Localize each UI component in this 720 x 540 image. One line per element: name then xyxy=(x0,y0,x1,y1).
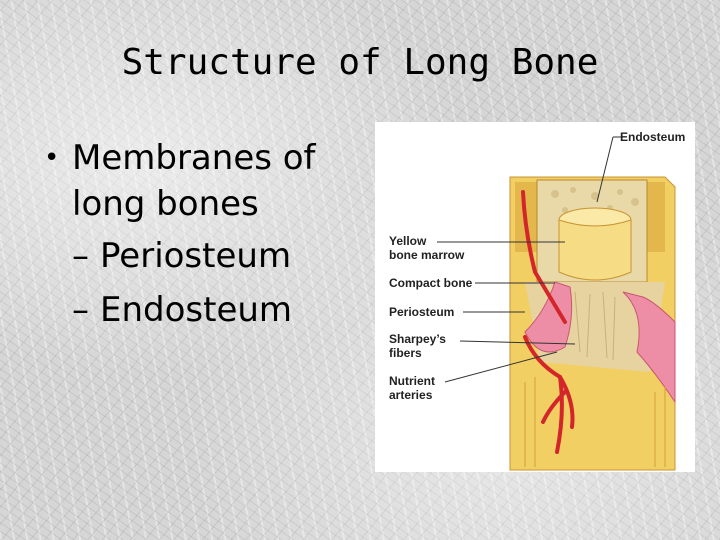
label-endosteum: Endosteum xyxy=(620,130,686,144)
bullet-text-line2: long bones xyxy=(72,184,259,224)
label-sharpeys-line2: fibers xyxy=(389,346,422,360)
sub-bullet-periosteum: – Periosteum xyxy=(44,227,364,285)
dash-icon: – xyxy=(72,290,89,330)
label-nutrient-line2: arteries xyxy=(389,388,433,402)
sub-bullet-endosteum: – Endosteum xyxy=(44,281,364,339)
label-sharpeys-line1: Sharpey’s xyxy=(389,332,446,346)
label-nutrient-line1: Nutrient xyxy=(389,374,435,388)
label-periosteum: Periosteum xyxy=(389,305,455,319)
slide-title: Structure of Long Bone xyxy=(121,42,599,83)
periosteum-flap-right xyxy=(622,291,676,404)
bullet-dot-icon: • xyxy=(44,143,60,173)
bullet-text-line1: Membranes of xyxy=(72,138,316,178)
nutrient-arteries xyxy=(521,190,575,454)
fibers-texture xyxy=(574,291,616,361)
dash-icon: – xyxy=(72,236,89,276)
sub-bullet-label: Endosteum xyxy=(100,290,293,330)
periosteum-flap-left xyxy=(524,281,573,353)
bullet-list: • Membranes of long bones – Periosteum –… xyxy=(44,135,364,339)
bone-illustration xyxy=(437,136,676,471)
label-yellow-marrow-line1: Yellow xyxy=(389,234,427,248)
sub-bullet-label: Periosteum xyxy=(100,236,292,276)
shaft-shading xyxy=(524,377,666,467)
long-bone-figure: Endosteum Yellow bone marrow Compact bon… xyxy=(375,122,695,472)
label-compact-bone: Compact bone xyxy=(389,276,473,290)
leader-lines xyxy=(437,136,623,383)
yellow-marrow xyxy=(558,219,632,281)
label-yellow-marrow-line2: bone marrow xyxy=(389,248,465,262)
bullet-item: • Membranes of long bones xyxy=(44,135,364,227)
